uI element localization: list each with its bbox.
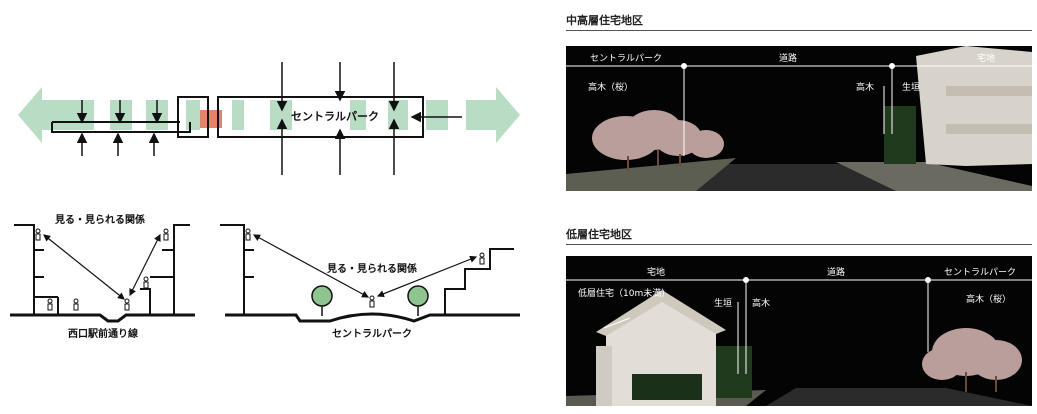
green-block (388, 100, 408, 130)
cherry-tree-shape (922, 328, 1022, 380)
green-block (186, 100, 200, 130)
green-block (110, 100, 132, 130)
top-photo: セントラルパーク 道路 宅地 高木（桜） 高木 生垣 (566, 46, 1032, 191)
green-block (350, 100, 366, 130)
bottom-zone-left: 宅地 (647, 266, 665, 278)
street-outline (51, 122, 191, 133)
top-zone-right: 宅地 (977, 52, 995, 64)
person-icon (143, 276, 149, 282)
top-label-hedge: 生垣 (902, 81, 920, 93)
plan-park-label: セントラルパーク (291, 110, 379, 123)
bottom-label-cherry: 高木（桜） (966, 293, 1011, 305)
left-section-caption-top: 見る・見られる関係 (54, 213, 145, 226)
green-block (426, 100, 448, 130)
green-block (270, 100, 292, 130)
tree-icon (311, 285, 333, 307)
bottom-label-tall-tree: 高木 (752, 297, 770, 309)
green-block (232, 100, 244, 130)
hedge-shape (716, 346, 752, 398)
ground-left (10, 313, 195, 323)
station-block (200, 110, 222, 128)
person-icon (35, 228, 41, 234)
top-label-tall-tree: 高木 (856, 81, 874, 93)
bottom-heading-rule (566, 244, 1032, 245)
person-icon (73, 298, 79, 304)
right-section-caption-bottom: セントラルパーク (332, 328, 412, 340)
cherry-tree-shape (592, 110, 724, 160)
bottom-zone-center: 道路 (827, 266, 845, 278)
plan-diagram: セントラルパーク (18, 62, 520, 175)
building-shape (916, 46, 1032, 166)
person-icon (124, 298, 130, 304)
ground-park (225, 312, 520, 323)
top-zone-center: 道路 (779, 52, 797, 64)
bottom-photo-heading: 低層住宅地区 (566, 228, 632, 241)
bottom-zone-right: セントラルパーク (944, 267, 1016, 278)
person-icon (245, 228, 251, 234)
bottom-label-low-rise: 低層住宅（10m未満） (578, 287, 670, 299)
top-zone-left: セントラルパーク (590, 53, 662, 64)
person-icon (163, 228, 169, 234)
person-icon (479, 252, 485, 258)
building-left (14, 224, 35, 315)
bottom-label-hedge: 生垣 (714, 297, 732, 309)
station-outline (177, 96, 209, 138)
top-heading-rule (566, 30, 1032, 31)
building-left-2 (220, 224, 245, 315)
arrow-left-icon (18, 87, 72, 143)
top-photo-heading: 中高層住宅地区 (566, 14, 643, 27)
person-icon (369, 295, 375, 301)
building-right (173, 224, 190, 315)
right-section-caption-top: 見る・見られる関係 (326, 262, 417, 275)
green-block (72, 100, 94, 130)
left-section-caption-bottom: 西口駅前通り線 (68, 327, 138, 340)
tree-icon (407, 285, 429, 307)
person-icon (47, 298, 53, 304)
arrow-right-icon (466, 87, 520, 143)
bottom-photo: 宅地 道路 セントラルパーク 低層住宅（10m未満） 生垣 高木 高木（桜） (566, 256, 1032, 406)
top-label-cherry: 高木（桜） (588, 81, 633, 93)
section-diagrams: 見る・見られる関係 西口駅前通り線 見る・見られる関係 セントラルパーク (10, 213, 520, 340)
hedge-shape (884, 106, 916, 164)
